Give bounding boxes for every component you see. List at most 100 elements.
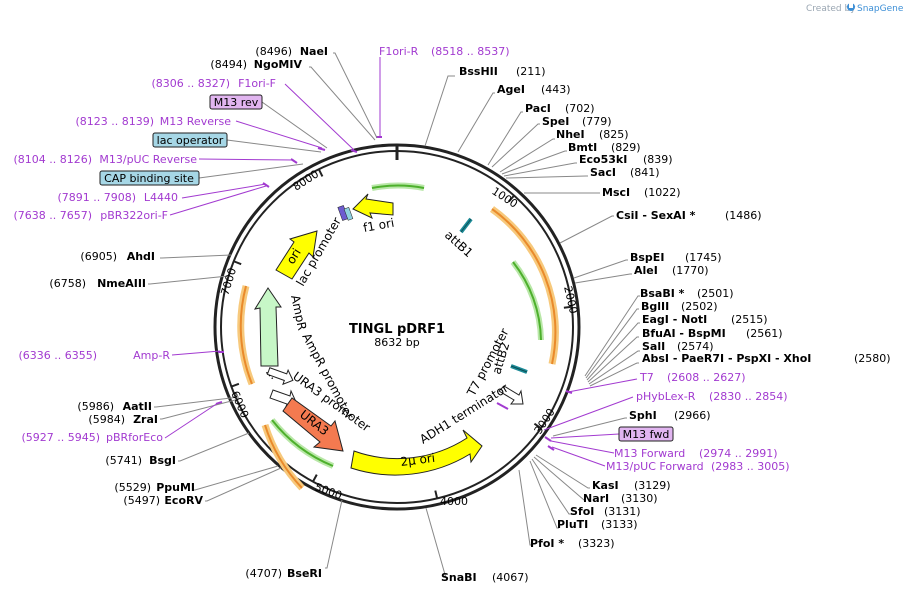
f1-ori-label: f1 ori <box>362 216 395 235</box>
site-name: AgeI <box>497 83 525 96</box>
site-name: BssHII <box>459 65 498 78</box>
cap-binding-site-label: CAP binding site <box>104 172 194 185</box>
created-by-label: Created by <box>806 4 856 14</box>
ori-arrow <box>275 230 318 280</box>
ampr-arrow <box>253 287 282 367</box>
cap-site-block <box>343 207 354 221</box>
primer-name: M13 Reverse <box>160 115 231 128</box>
tick-5000: 5000 <box>313 481 344 503</box>
m13-rev-label: M13 rev <box>214 96 259 109</box>
site-pos: (8494) <box>210 58 247 71</box>
site-pos: (3129) <box>634 479 671 492</box>
site-pos: (702) <box>565 102 595 115</box>
site-pos: (779) <box>582 115 612 128</box>
site-pos: (443) <box>541 83 571 96</box>
site-name: Eco53kI <box>579 153 627 166</box>
green-arc-right-line <box>512 261 542 341</box>
site-name: BfuAI - BspMI <box>642 327 726 340</box>
site-pos: (4067) <box>492 571 529 584</box>
boxed-label-m13-rev: M13 rev <box>209 94 263 110</box>
site-pos: (2515) <box>731 313 768 326</box>
site-name: PluTI <box>557 518 588 531</box>
f1-ori-arrow <box>352 193 394 219</box>
site-name: AleI <box>634 264 658 277</box>
green-arc-right <box>510 260 544 341</box>
site-pos: (839) <box>643 153 673 166</box>
primer-range: (8518 .. 8537) <box>431 45 510 58</box>
feature-arrows <box>253 193 528 476</box>
primer-range: (2974 .. 2991) <box>699 447 778 460</box>
green-arc-lower-left-line <box>271 419 334 467</box>
m13-fwd-label: M13 fwd <box>623 428 670 441</box>
site-pos: (829) <box>611 141 641 154</box>
plasmid-title: TINGL pDRF1 <box>349 322 445 337</box>
primer-range: (7891 .. 7908) <box>57 191 136 204</box>
site-name: NaeI <box>300 45 328 58</box>
site-pos: (1022) <box>644 186 681 199</box>
primer-range: (2983 .. 3005) <box>711 460 790 473</box>
ampr-label: AmpR <box>288 294 309 332</box>
primer-name: pBR322ori-F <box>100 209 168 222</box>
orange-arc-lower-left-line <box>264 424 303 489</box>
ruler-tick-7000 <box>233 260 242 266</box>
boxed-label-cap-binding-site: CAP binding site <box>99 170 200 186</box>
restriction-sites-right: BssHII (211) AgeI (443) PacI (702) SpeI … <box>441 65 891 584</box>
site-name: NmeAIII <box>97 277 146 290</box>
site-name: SpeI <box>542 115 569 128</box>
site-name: AbsI - PaeR7I - PspXI - XhoI <box>642 352 811 365</box>
site-name: EcoRV <box>164 494 203 507</box>
site-name: SalI <box>642 340 665 353</box>
site-pos: (6905) <box>80 250 117 263</box>
site-pos: (5984) <box>88 413 125 426</box>
site-pos: (4707) <box>245 567 282 580</box>
ruler-tick-4000 <box>434 490 439 499</box>
site-name: BsaBI * <box>640 287 685 300</box>
primer-range: (2830 .. 2854) <box>709 390 788 403</box>
site-pos: (8496) <box>255 45 292 58</box>
site-pos: (6758) <box>49 277 86 290</box>
primer-range: (5927 .. 5945) <box>21 431 100 444</box>
primer-range: (6336 .. 6355) <box>18 349 97 362</box>
site-pos: (5741) <box>105 454 142 467</box>
leader-lines <box>148 52 640 579</box>
ampr-ellipsis: ... <box>263 364 281 382</box>
site-pos: (2501) <box>697 287 734 300</box>
site-pos: (5529) <box>114 481 151 494</box>
tick-2000: 2000 <box>561 285 580 315</box>
primer-name: pBRforEco <box>106 431 163 444</box>
site-name: PpuMI <box>156 481 195 494</box>
site-name: CsiI - SexAI * <box>616 209 696 222</box>
site-name: AatII <box>123 400 152 413</box>
site-name: SacI <box>590 166 616 179</box>
site-name: ZraI <box>133 413 158 426</box>
ura3-arrow <box>282 397 344 452</box>
feature-arcs <box>237 182 559 491</box>
site-name: BglII <box>641 300 669 313</box>
ruler-tick-6000 <box>231 382 240 388</box>
site-name: PacI <box>525 102 551 115</box>
site-pos: (3133) <box>601 518 638 531</box>
site-name: BseRI <box>287 567 322 580</box>
tick-7000: 7000 <box>218 266 239 297</box>
green-arc-top-line <box>371 184 425 189</box>
site-name: SnaBI <box>441 571 477 584</box>
site-name: NarI <box>583 492 609 505</box>
two-micron-ori-arrow <box>350 429 483 476</box>
ruler-tick-2000 <box>563 305 572 309</box>
ruler-ticks <box>231 168 572 499</box>
primer-labels: F1ori-R (8518 .. 8537) F1ori-F (8306 .. … <box>13 45 789 473</box>
ruler-tick-8000 <box>317 168 324 177</box>
snapgene-brand: SnapGene <box>857 4 903 14</box>
primer-name: M13/pUC Reverse <box>99 153 197 166</box>
site-pos: (211) <box>516 65 546 78</box>
primer-leader-lines <box>164 57 638 467</box>
ampr-promoter-arrow <box>266 367 294 386</box>
site-pos: (1745) <box>685 251 722 264</box>
site-pos: (2561) <box>746 327 783 340</box>
site-name: EagI - NotI <box>642 313 707 326</box>
primer-range: (8306 .. 8327) <box>151 77 230 90</box>
plasmid-length: 8632 bp <box>374 336 419 349</box>
site-name: NgoMIV <box>254 58 303 71</box>
